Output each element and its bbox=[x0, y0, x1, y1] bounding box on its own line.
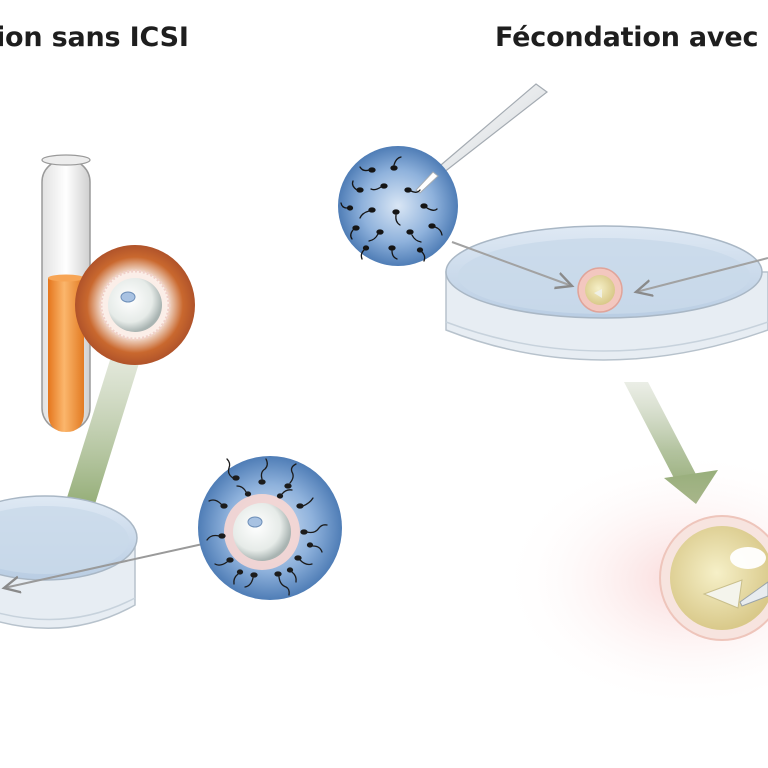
oocyte-injection bbox=[659, 515, 768, 641]
pointer-arrow-sperm bbox=[451, 241, 572, 286]
title-with-icsi: Fécondation avec I bbox=[495, 22, 768, 53]
pointer-arrow-needle bbox=[636, 257, 768, 292]
oocyte-in-dish bbox=[577, 267, 623, 313]
petri-dish-left bbox=[0, 495, 138, 629]
egg-with-sperm bbox=[198, 456, 342, 600]
pointer-arrow-left bbox=[4, 537, 231, 588]
embryo-glow bbox=[500, 450, 768, 710]
title-without-icsi: ion sans ICSI bbox=[0, 22, 189, 53]
egg-with-cumulus bbox=[75, 245, 195, 365]
sperm-sample bbox=[338, 146, 458, 266]
sperm-pipette bbox=[427, 83, 548, 181]
